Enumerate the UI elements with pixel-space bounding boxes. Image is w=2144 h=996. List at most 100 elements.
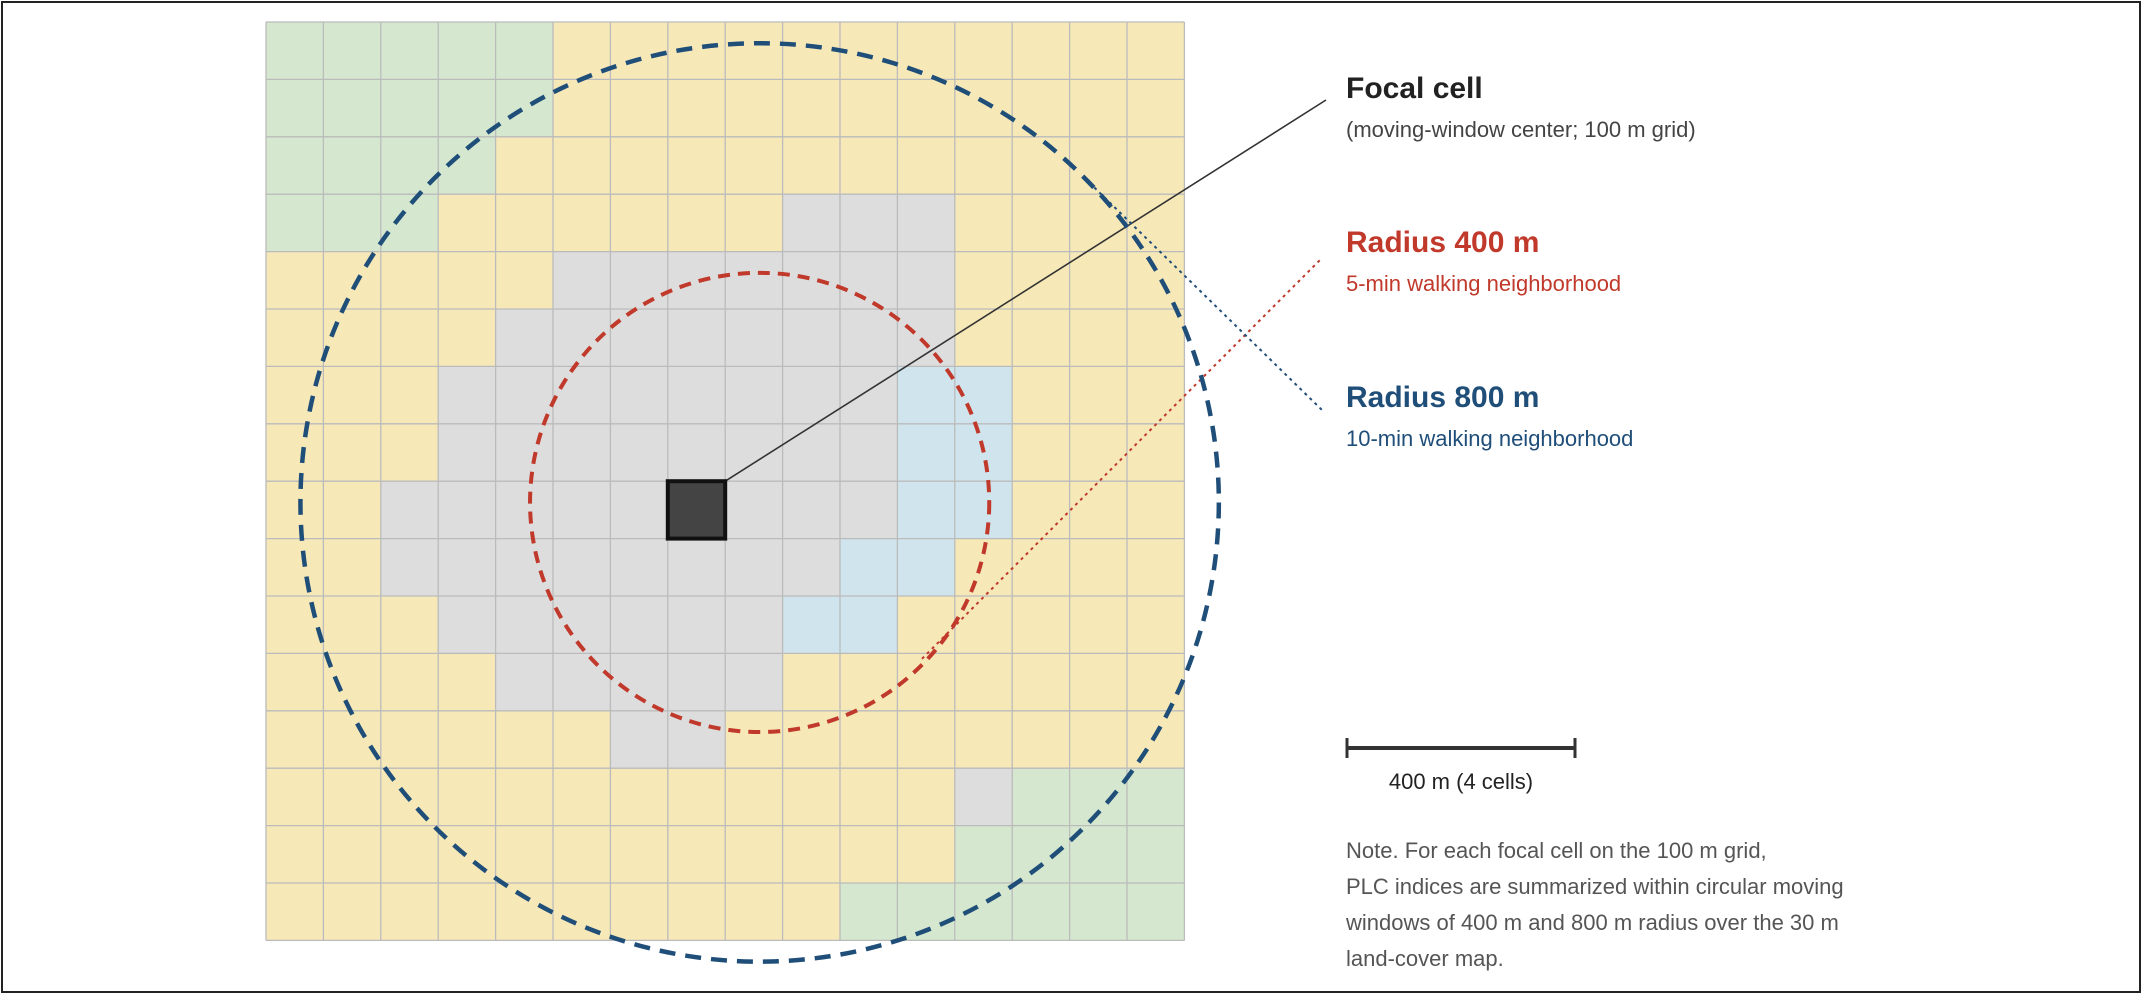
grid-cell [266,366,324,425]
grid-cell [266,79,324,138]
grid-cell [438,653,497,712]
grid-cell [323,768,382,827]
grid-cell [725,653,784,712]
grid-cell [725,366,784,425]
grid-cell [840,136,898,195]
grid-cell [553,825,611,884]
grid-cell [725,309,784,367]
grid-cell [266,22,324,80]
grid-cell [380,883,439,941]
grid-cell [897,653,956,712]
grid-cell [438,825,497,884]
grid-cell [266,825,324,884]
grid-cell [1069,883,1128,941]
grid-cell [897,366,956,425]
grid-cell [495,481,554,540]
grid-cell [1069,596,1128,654]
grid-cell [1127,194,1185,253]
grid-cell [725,768,784,827]
grid-cell [725,481,784,540]
grid-cell [1127,366,1185,425]
grid-cell [438,538,497,597]
grid-cell [495,22,554,80]
grid-cell [667,653,726,712]
grid-cell [1127,136,1185,195]
grid-cell [897,251,956,310]
radius-400-subtitle: 5-min walking neighborhood [1346,271,1621,296]
grid-cell [1012,653,1071,712]
grid-cell [495,309,554,367]
grid-cell [1012,366,1071,425]
grid-cell [380,366,439,425]
grid-cell [897,79,956,138]
grid-cell [1127,653,1185,712]
grid-cell [380,194,439,253]
grid-cell [266,653,324,712]
grid-cell [1012,710,1071,769]
grid-cell [725,596,784,654]
grid-cell [782,79,841,138]
grid-cell [1069,22,1128,80]
grid-cell [266,423,324,482]
grid-cell [782,481,841,540]
grid-cell [1069,481,1128,540]
note-line-2: PLC indices are summarized within circul… [1346,874,1844,899]
grid-cell [725,825,784,884]
grid-cell [1012,481,1071,540]
grid-cell [610,79,669,138]
grid-cell [610,768,669,827]
grid-cell [1012,309,1071,367]
grid-cell [897,710,956,769]
grid-cell [954,136,1013,195]
grid-cell [667,596,726,654]
grid-cell [323,22,382,80]
grid-cell [667,768,726,827]
grid-cell [323,883,382,941]
grid-cell [495,596,554,654]
grid-cell [1012,79,1071,138]
grid-cell [725,883,784,941]
grid-cell [1012,825,1071,884]
grid-cell [1127,825,1185,884]
grid-cell [1127,596,1185,654]
grid-cell [954,309,1013,367]
grid-cell [610,653,669,712]
grid-cell [380,309,439,367]
grid-cell [840,481,898,540]
grid-cell [553,883,611,941]
grid-cell [266,481,324,540]
grid-cell [380,825,439,884]
grid-cell [323,653,382,712]
grid-cell [1069,710,1128,769]
grid-cell [725,538,784,597]
grid-cell [840,309,898,367]
grid-cell [323,366,382,425]
grid-cell [667,309,726,367]
grid-cell [1012,423,1071,482]
grid-cell [495,366,554,425]
grid-cell [495,883,554,941]
grid-cell [782,653,841,712]
grid-cell [725,136,784,195]
grid-cell [1069,366,1128,425]
grid-cell [1012,596,1071,654]
grid-cell [897,194,956,253]
grid-cell [1127,309,1185,367]
grid-cell [610,883,669,941]
grid-cell [1069,136,1128,195]
grid-cell [553,423,611,482]
grid-cell [495,79,554,138]
grid-cell [667,22,726,80]
grid-cell [266,768,324,827]
grid-cell [266,136,324,195]
grid-cell [323,538,382,597]
grid-cell [323,596,382,654]
grid-cell [667,79,726,138]
grid-cell [725,79,784,138]
focal-cell-title: Focal cell [1346,72,1483,105]
scale-bar-label: 400 m (4 cells) [1389,769,1533,794]
scale-bar: 400 m (4 cells) [1345,738,1577,794]
grid-cell [1069,251,1128,310]
grid-cell [610,22,669,80]
